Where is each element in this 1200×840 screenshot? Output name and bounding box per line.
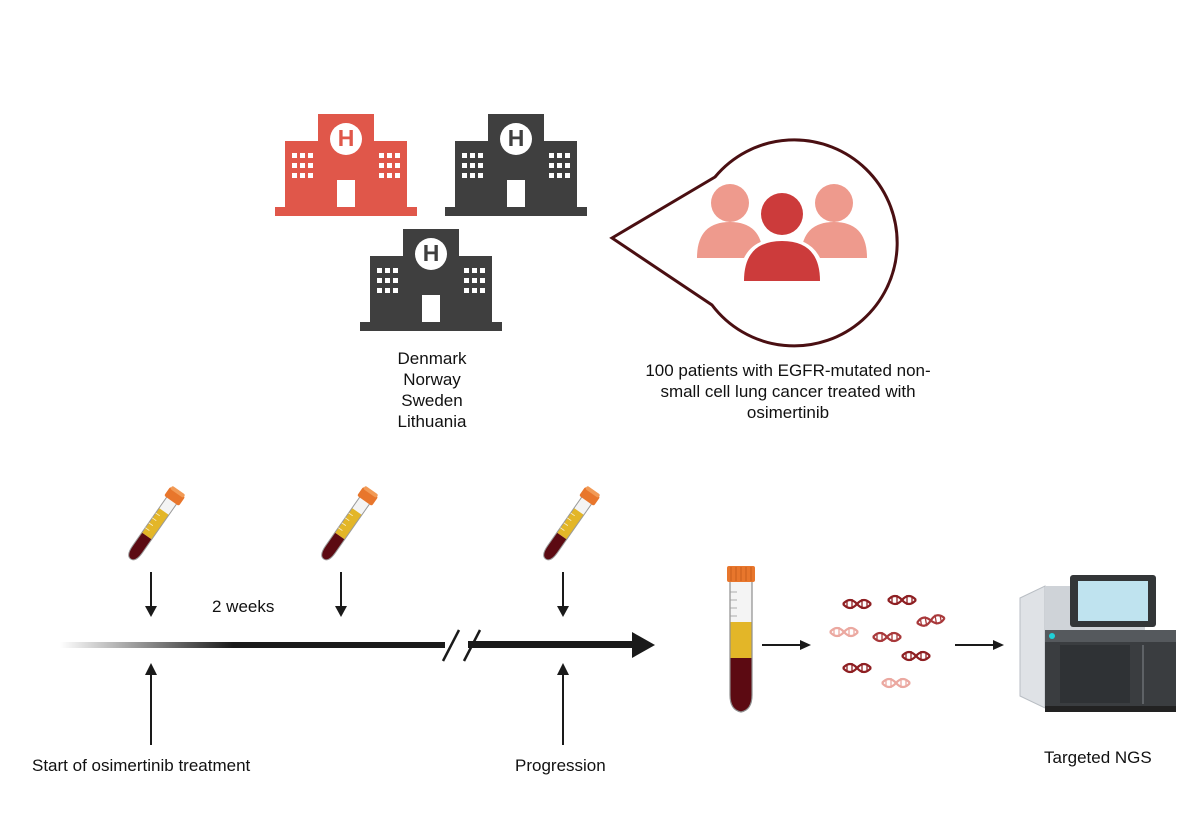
timeline-arrow xyxy=(60,629,655,662)
event-arrow-up xyxy=(145,663,569,745)
process-arrow xyxy=(762,640,1004,650)
hospital-sign: H xyxy=(508,125,525,151)
interval-label: 2 weeks xyxy=(212,597,275,616)
country-label: Sweden xyxy=(401,391,463,410)
sample-arrow-down xyxy=(145,572,569,617)
countries-list: Denmark Norway Sweden Lithuania xyxy=(352,348,512,432)
cohort-description: 100 patients with EGFR-mutated non-small… xyxy=(645,361,931,422)
blood-tube-icon-3 xyxy=(531,485,601,574)
hospital-sign: H xyxy=(338,125,355,151)
dna-fragments-icon xyxy=(828,593,947,690)
ngs-sequencer-icon xyxy=(1019,575,1176,712)
targeted-ngs-label: Targeted NGS xyxy=(1044,748,1152,767)
plasma-tube-icon xyxy=(727,566,755,713)
country-label: Lithuania xyxy=(397,412,467,431)
patient-callout xyxy=(609,138,899,348)
blood-tube-icon-1 xyxy=(116,485,186,574)
patients-icon xyxy=(697,184,867,284)
blood-tube-icon-2 xyxy=(309,485,379,574)
country-label: Norway xyxy=(403,370,461,389)
progression-label: Progression xyxy=(515,756,606,775)
hospital-sign: H xyxy=(423,240,440,266)
start-treatment-label: Start of osimertinib treatment xyxy=(32,756,251,775)
country-label: Denmark xyxy=(397,349,467,368)
